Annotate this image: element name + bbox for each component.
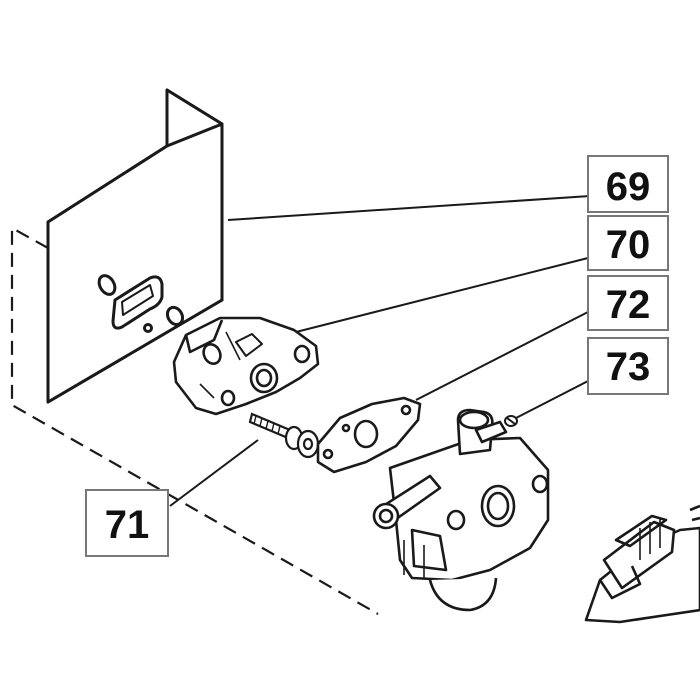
callout-label-69: 69 [606,165,651,209]
callout-73: 73 [587,337,669,395]
leader-lines [169,195,591,507]
leader-line-69 [227,195,591,221]
callout-70: 70 [587,215,669,271]
callout-label-71: 71 [105,503,150,547]
leader-line-73 [515,379,591,419]
heat-shield-plate [46,88,224,404]
callout-69: 69 [587,155,669,213]
air-filter-housing-partial [584,504,700,624]
leader-line-71 [169,439,259,507]
small-screw [504,415,518,427]
callout-72: 72 [587,275,669,331]
housing-dashed-outline [10,226,379,615]
carburetor-body [372,408,550,612]
callout-71: 71 [85,489,169,557]
leader-line-70 [295,257,589,333]
callout-label-72: 72 [606,283,651,327]
callout-label-70: 70 [606,223,651,267]
leader-line-72 [415,311,589,401]
bolt-with-washer [248,412,320,459]
intake-insulator-block [172,316,320,416]
callout-label-73: 73 [606,345,651,389]
carburetor-gasket [316,396,422,474]
